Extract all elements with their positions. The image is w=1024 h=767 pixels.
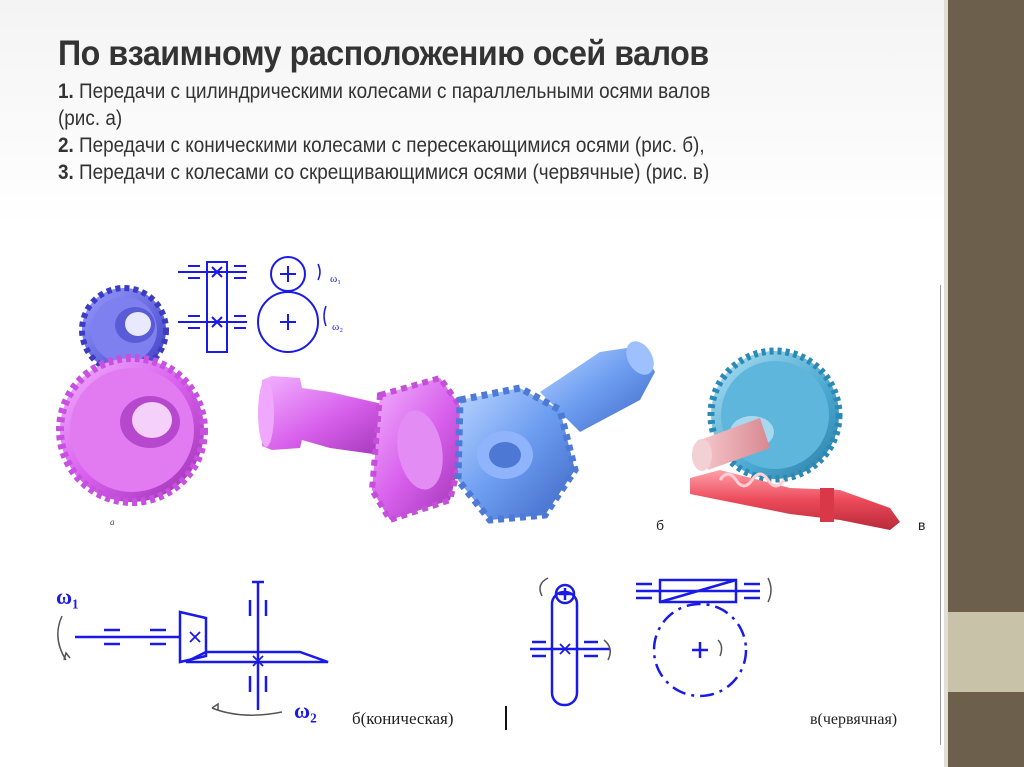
side-bar-line <box>944 0 948 767</box>
side-bar-accent <box>948 612 1024 692</box>
worm-gear-3d <box>690 347 900 530</box>
item-text-continued: (рис. а) <box>58 107 123 130</box>
item-number: 3. <box>58 161 74 184</box>
figure-label-b: б <box>656 517 664 533</box>
figure-label-v: в <box>918 517 925 533</box>
bevel-gears-3d <box>258 341 655 524</box>
item-text: Передачи с коническими колесами с пересе… <box>79 134 705 157</box>
slide-header: По взаимному расположению осей валов 1. … <box>58 30 938 186</box>
list-item-2: 2. Передачи с коническими колесами с пер… <box>58 132 850 159</box>
list-item-1: 1. Передачи с цилиндрическими колесами с… <box>58 78 850 105</box>
omega2-label: ω₂ <box>294 698 317 723</box>
omega2-small-label: ω₂ <box>332 321 343 333</box>
caption-worm: в(червячная) <box>810 711 897 728</box>
item-number: 2. <box>58 134 74 157</box>
list-item-1-continued: (рис. а) <box>58 105 850 132</box>
omega1-label: ω₁ <box>56 584 79 609</box>
omega1-small-label: ω₁ <box>330 273 341 285</box>
slide-title: По взаимному расположению осей валов <box>58 34 709 73</box>
spur-gears-3d <box>56 285 208 506</box>
figure-divider <box>940 285 941 745</box>
worm-gear-scheme <box>530 577 772 707</box>
bevel-gear-scheme <box>57 580 329 716</box>
item-text: Передачи с цилиндрическими колесами с па… <box>79 80 711 103</box>
item-text: Передачи с колесами со скрещивающимися о… <box>79 161 710 184</box>
caption-bevel: б(коническая) <box>352 709 454 728</box>
list-item-3: 3. Передачи с колесами со скрещивающимис… <box>58 159 850 186</box>
spur-gear-scheme <box>178 256 327 353</box>
figure-label-a: а <box>110 517 115 527</box>
item-number: 1. <box>58 80 74 103</box>
